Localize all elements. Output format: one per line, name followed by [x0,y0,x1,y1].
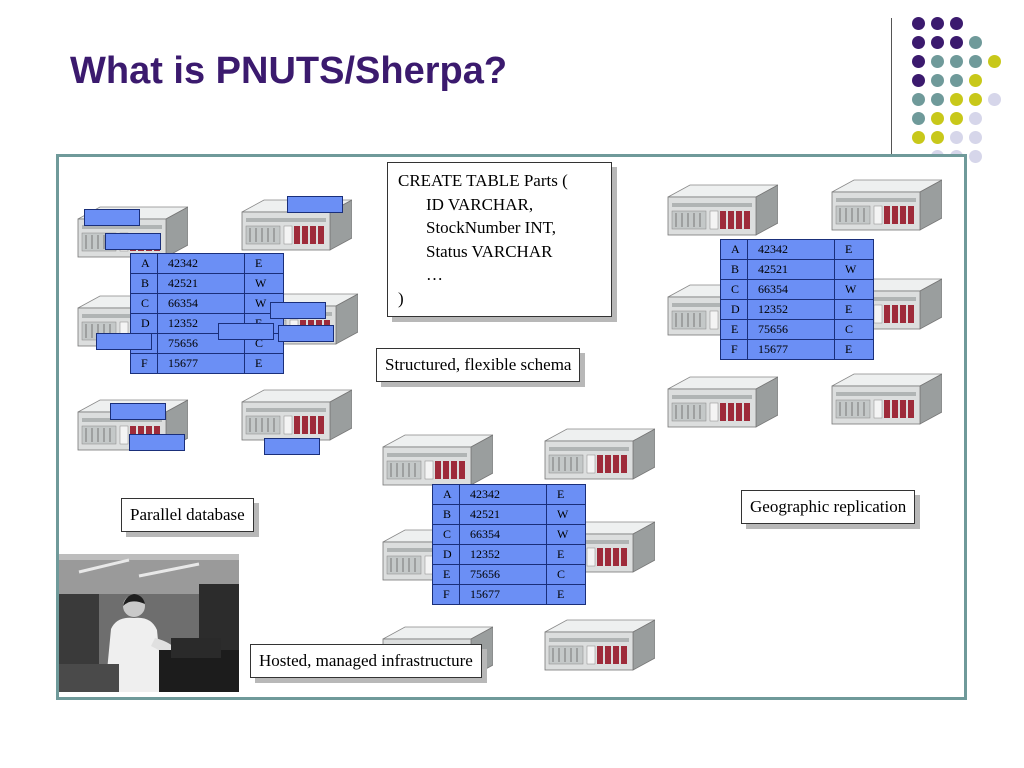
partition-block [264,438,320,455]
partition-block [110,403,166,420]
sql-line: ID VARCHAR, [426,194,534,214]
callout-hosted-infrastructure: Hosted, managed infrastructure [250,644,482,678]
server-icon [544,619,655,671]
callout-schema: Structured, flexible schema [376,348,581,382]
partition-block [96,333,152,350]
partition-block [270,302,326,319]
partition-block [278,325,334,342]
server-icon [831,179,942,231]
callout-parallel-database: Parallel database [121,498,254,532]
server-icon [382,434,493,486]
sql-line: Status VARCHAR [426,241,553,261]
sql-line: ) [398,288,404,308]
partition-block [129,434,185,451]
sql-line: … [426,265,443,284]
sql-line: CREATE TABLE Parts ( [398,171,568,190]
server-icon [667,184,778,236]
server-icon [241,389,352,441]
slide-title: What is PNUTS/Sherpa? [70,50,508,92]
partition-block [84,209,140,226]
callout-geographic-replication: Geographic replication [741,490,916,524]
server-icon [831,373,942,425]
partition-block [105,233,161,250]
person-at-computer-photo [59,554,239,692]
partition-block [218,323,274,340]
server-icon [667,376,778,428]
decorative-dot-grid [905,14,1015,164]
sql-schema-box: CREATE TABLE Parts ( ID VARCHAR, StockNu… [387,162,612,317]
decorative-divider [891,18,892,158]
partition-block [287,196,343,213]
server-icon [544,428,655,480]
sql-line: StockNumber INT, [426,218,556,237]
